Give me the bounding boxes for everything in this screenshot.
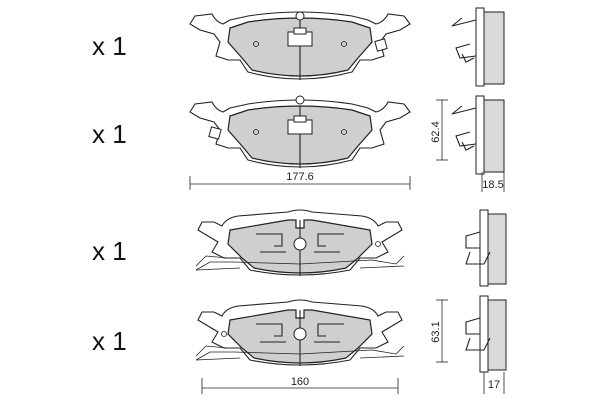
dimension-label-upper-height: 62.4 — [430, 121, 442, 142]
brake-pad-1-front-view — [189, 11, 411, 80]
quantity-label-pad-2: x 1 — [92, 119, 127, 149]
dimension-label-lower-width: 160 — [291, 376, 309, 388]
quantity-label-pad-1: x 1 — [92, 31, 127, 61]
brake-pad-2-front-view — [189, 95, 411, 168]
dimension-label-lower-thickness: 17 — [488, 379, 500, 391]
brake-pad-4-front-view — [195, 299, 405, 366]
dimension-label-upper-thickness: 18.5 — [482, 179, 503, 191]
brake-pad-side-view-lower: 63.1 17 — [430, 209, 507, 394]
dimension-width-upper: 177.6 — [189, 171, 411, 190]
quantity-label-pad-4: x 1 — [92, 326, 127, 356]
dimension-width-lower: 160 — [201, 376, 399, 394]
brake-pad-3-front-view — [195, 209, 405, 276]
brake-pad-side-view-upper: 62.4 18.5 — [430, 7, 505, 192]
quantity-label-pad-3: x 1 — [92, 236, 127, 266]
dimension-label-upper-width: 177.6 — [286, 171, 314, 183]
dimension-label-lower-height: 63.1 — [430, 321, 442, 342]
